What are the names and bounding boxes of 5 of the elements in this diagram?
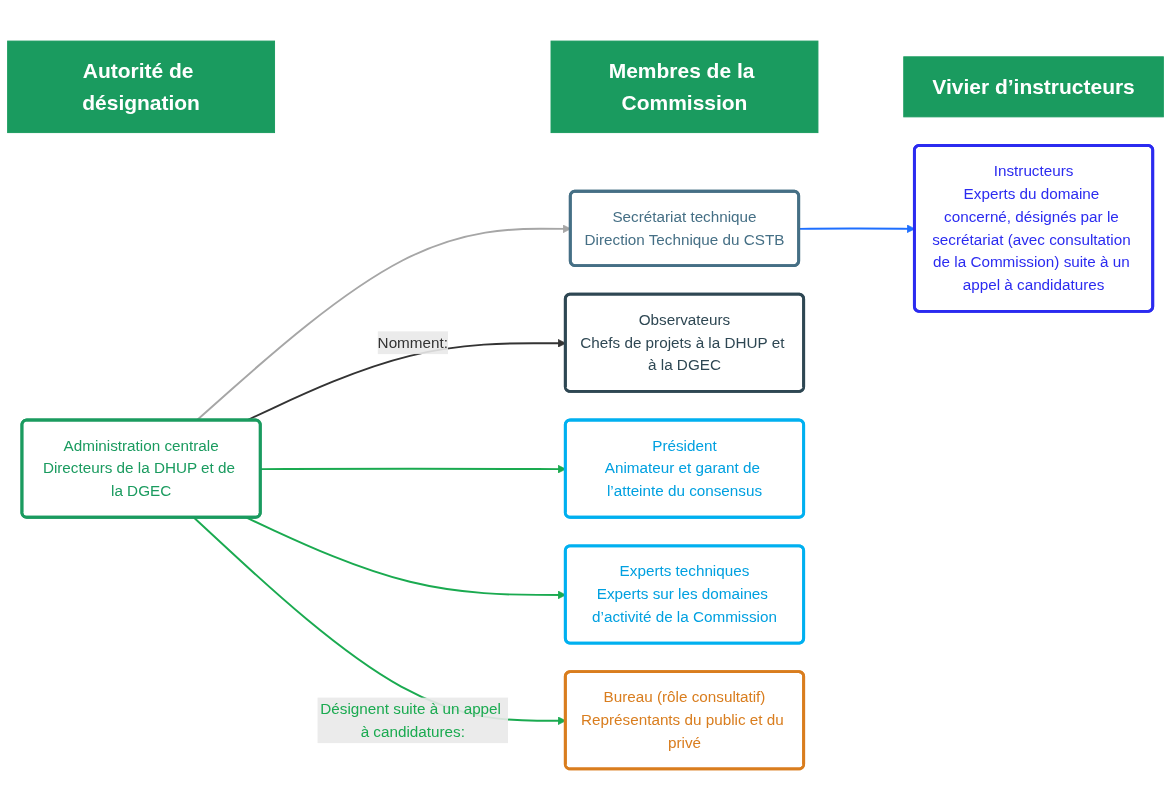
node-box: Membres de la Commission [550, 40, 819, 134]
node-box: Vivier d’instructeurs [903, 56, 1164, 118]
node-box: Autorité de désignation [7, 40, 276, 134]
edge-label: Nomment: [377, 334, 448, 351]
edge-label: Désignent suite à un appel à candidatures: [320, 700, 501, 740]
